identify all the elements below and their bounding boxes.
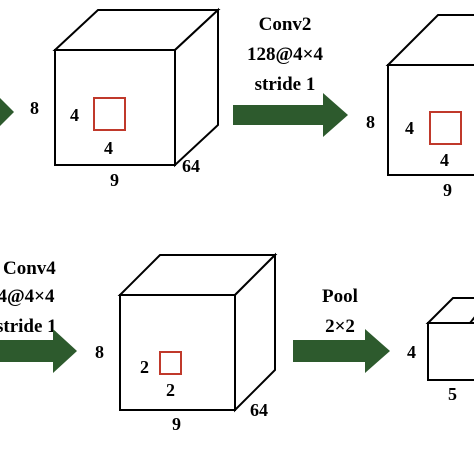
cube3-kernel-h-label: 2 [140, 357, 149, 377]
kernel-box-3 [159, 351, 182, 375]
feature-map-cube-4 [425, 297, 474, 381]
feature-map-cube-2 [385, 14, 474, 176]
cube2-kernel-w-label: 4 [440, 150, 449, 170]
conv2-arrow-icon [233, 93, 348, 137]
conv4-arrow-icon [0, 329, 77, 373]
pool-size: 2×2 [325, 316, 355, 337]
cube1-kernel-h-label: 4 [70, 105, 79, 125]
cube4-height-label: 4 [407, 342, 416, 362]
cube4-width-label: 5 [448, 384, 457, 404]
conv2-filters: 128@4×4 [247, 44, 324, 65]
cube3-kernel-w-label: 2 [166, 380, 175, 400]
pool-arrow-icon [293, 329, 390, 373]
cube1-width-label: 9 [110, 170, 119, 190]
kernel-box-2 [429, 111, 462, 145]
cube2-height-label: 8 [366, 112, 375, 132]
feature-map-cube-1 [52, 7, 221, 168]
kernel-box-1 [93, 97, 126, 131]
conv4-filters: 64@4×4 [0, 286, 55, 307]
conv4-stride: stride 1 [0, 316, 57, 337]
cube1-height-label: 8 [30, 98, 39, 118]
cube2-width-label: 9 [443, 180, 452, 200]
cube3-width-label: 9 [172, 414, 181, 434]
conv4-title: Conv4 [3, 258, 56, 279]
cube2-kernel-h-label: 4 [405, 118, 414, 138]
pool-title: Pool [322, 286, 358, 307]
feature-map-cube-3 [117, 252, 278, 413]
cube3-height-label: 8 [95, 342, 104, 362]
conv2-title: Conv2 [259, 14, 312, 35]
conv2-stride: stride 1 [255, 74, 316, 95]
cube1-depth-label: 64 [182, 156, 200, 176]
incoming-arrow-icon [0, 98, 14, 126]
cube3-depth-label: 64 [250, 400, 268, 420]
cube1-kernel-w-label: 4 [104, 138, 113, 158]
